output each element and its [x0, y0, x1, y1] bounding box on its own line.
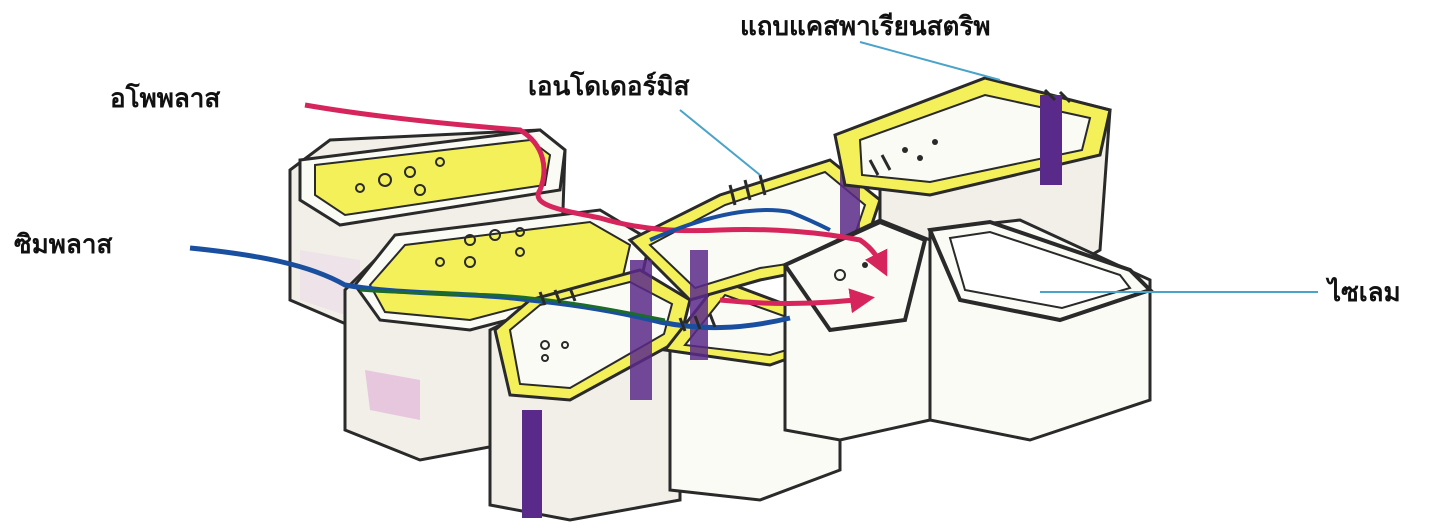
xylem-vessel-cell — [930, 220, 1150, 440]
leader-line-endodermis — [680, 110, 760, 175]
label-xylem: ไซเลม — [1328, 280, 1401, 306]
leader-line-casparian — [860, 42, 1000, 80]
label-endodermis: เอนโดเดอร์มิส — [528, 74, 689, 100]
label-casparian-strip: แถบแคสพาเรียนสตริพ — [740, 14, 990, 40]
label-apoplast: อโพพลาส — [110, 86, 220, 112]
pericycle-cell-small — [785, 220, 930, 440]
label-symplast: ซิมพลาส — [14, 232, 112, 258]
